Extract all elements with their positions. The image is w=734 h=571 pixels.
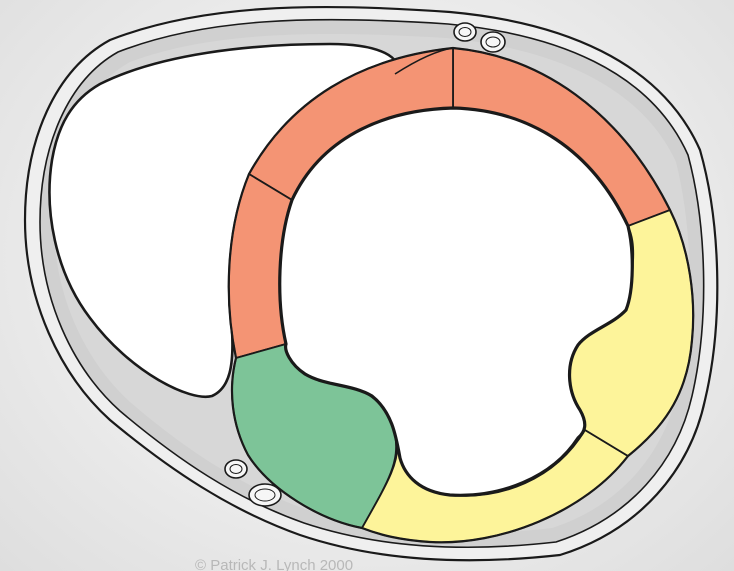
- coronary-vessel-icon: [453, 22, 506, 53]
- copyright-credit: © Patrick J. Lynch 2000: [195, 557, 354, 571]
- left-ventricle-epicardium: [227, 46, 695, 544]
- interventricular-groove-line: [394, 47, 454, 75]
- coronary-vessel-icon: [224, 459, 282, 507]
- left-ventricle-cavity: [278, 106, 634, 497]
